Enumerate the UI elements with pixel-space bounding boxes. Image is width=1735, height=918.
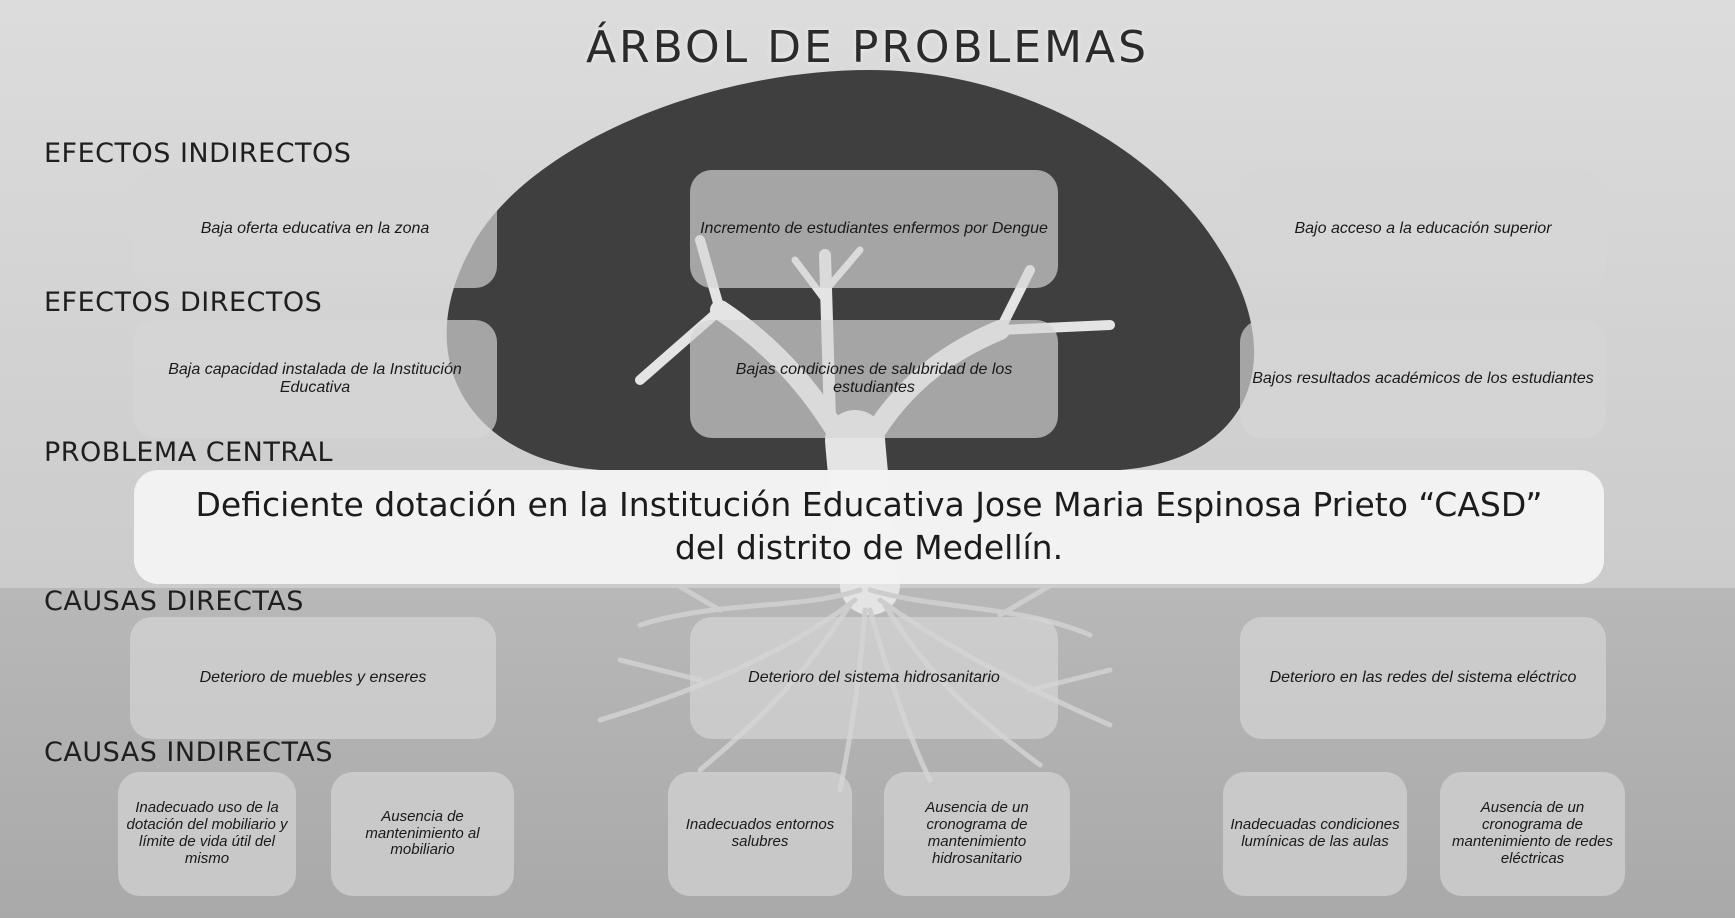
causa-directa-box: Deterioro del sistema hidrosanitario — [690, 617, 1058, 739]
causa-indirecta-box: Ausencia de un cronograma de mantenimien… — [1440, 772, 1625, 896]
efecto-indirecto-box: Baja oferta educativa en la zona — [133, 170, 497, 288]
efecto-indirecto-box: Incremento de estudiantes enfermos por D… — [690, 170, 1058, 288]
efecto-directo-box: Bajas condiciones de salubridad de los e… — [690, 320, 1058, 438]
diagram-title: ÁRBOL DE PROBLEMAS — [585, 22, 1150, 73]
causa-indirecta-box: Inadecuadas condiciones lumínicas de las… — [1223, 772, 1407, 896]
efecto-indirecto-box: Bajo acceso a la educación superior — [1240, 170, 1606, 288]
label-efectos-indirectos: EFECTOS INDIRECTOS — [44, 138, 352, 169]
efecto-directo-box: Baja capacidad instalada de la Instituci… — [133, 320, 497, 438]
causa-indirecta-box: Inadecuado uso de la dotación del mobili… — [118, 772, 296, 896]
label-problema-central: PROBLEMA CENTRAL — [44, 437, 334, 468]
causa-indirecta-box: Ausencia de un cronograma de mantenimien… — [884, 772, 1070, 896]
label-causas-indirectas: CAUSAS INDIRECTAS — [44, 737, 334, 768]
causa-indirecta-box: Ausencia de mantenimiento al mobiliario — [331, 772, 514, 896]
causa-directa-box: Deterioro de muebles y enseres — [130, 617, 496, 739]
causa-directa-box: Deterioro en las redes del sistema eléct… — [1240, 617, 1606, 739]
problema-central-box: Deficiente dotación en la Institución Ed… — [134, 470, 1604, 584]
label-causas-directas: CAUSAS DIRECTAS — [44, 586, 304, 617]
label-efectos-directos: EFECTOS DIRECTOS — [44, 287, 323, 318]
causa-indirecta-box: Inadecuados entornos salubres — [668, 772, 852, 896]
efecto-directo-box: Bajos resultados académicos de los estud… — [1240, 320, 1606, 438]
